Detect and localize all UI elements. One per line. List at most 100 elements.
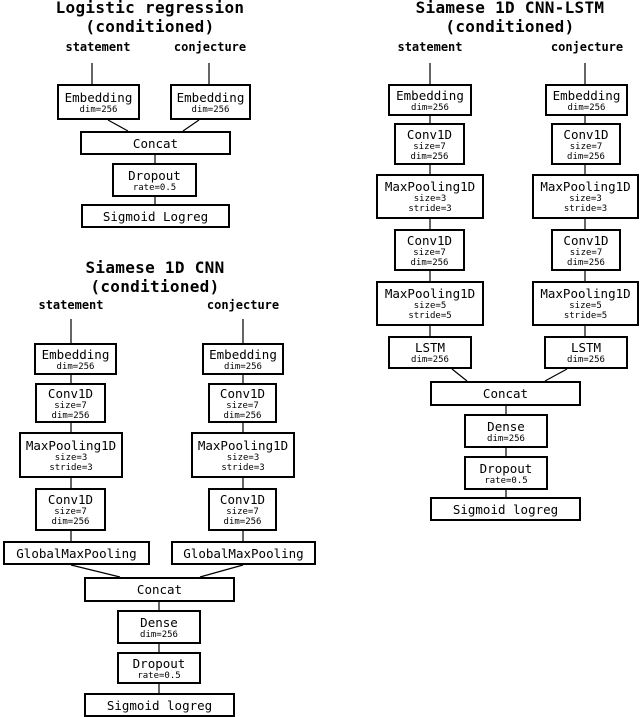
node-param: size=7 (413, 247, 446, 258)
node-param: dim=256 (223, 410, 262, 421)
node-name: MaxPooling1D (25, 437, 117, 453)
node-param: dim=256 (410, 257, 449, 268)
node-param: dim=256 (191, 104, 230, 115)
node-name: Embedding (41, 346, 110, 362)
node-name: Embedding (209, 346, 277, 362)
node-name: Embedding (64, 89, 133, 105)
node-name: Sigmoid Logreg (102, 208, 209, 224)
node-name: Dropout (479, 460, 533, 476)
node-name: MaxPooling1D (384, 179, 476, 194)
cnnlstm-input-conjecture: conjecture (550, 40, 624, 54)
node-param: stride=3 (49, 462, 93, 473)
node-name: Embedding (176, 89, 245, 105)
connector-line (199, 564, 244, 578)
logreg-title-line-1: Logistic regression (55, 0, 245, 17)
node-param: stride=3 (408, 204, 452, 214)
node-param: size=3 (54, 452, 88, 463)
node-name: Conv1D (563, 232, 609, 248)
cnnlstm-sigmoid-output: Sigmoid logreg (430, 497, 581, 521)
node-param: dim=256 (51, 410, 90, 421)
cnn-globalmaxpooling-statement: GlobalMaxPooling (3, 541, 150, 565)
node-param: stride=5 (408, 311, 452, 321)
cnn-input-statement: statement (38, 298, 104, 312)
node-name: MaxPooling1D (197, 437, 289, 453)
connector-line (451, 368, 468, 382)
logreg-input-conjecture: conjecture (173, 40, 247, 54)
node-name: Dropout (132, 655, 186, 671)
cnn-title-line-2: (conditioned) (90, 277, 220, 296)
node-param: size=7 (569, 247, 603, 258)
node-name: Conv1D (219, 492, 266, 507)
connector-line (182, 119, 200, 132)
node-param: size=7 (226, 400, 259, 411)
node-param: size=7 (569, 141, 603, 152)
node-name: Sigmoid logreg (452, 501, 559, 517)
node-param: size=7 (54, 400, 87, 411)
node-param: dim=256 (51, 517, 90, 527)
cnnlstm-title-line-1: Siamese 1D CNN-LSTM (415, 0, 605, 17)
node-param: rate=0.5 (137, 670, 181, 681)
cnnlstm-title-line-2: (conditioned) (445, 17, 575, 36)
connector-line (70, 564, 121, 578)
node-name: Conv1D (406, 232, 453, 248)
cnn-globalmaxpooling-conjecture: GlobalMaxPooling (171, 541, 316, 565)
node-param: dim=256 (411, 102, 449, 113)
node-name: Embedding (396, 87, 464, 103)
node-name: Dropout (128, 167, 181, 183)
node-name: MaxPooling1D (384, 286, 476, 301)
node-param: size=7 (226, 507, 259, 517)
cnn-input-conjecture: conjecture (206, 298, 280, 312)
cnnlstm-input-statement: statement (397, 40, 463, 54)
cnnlstm-concat: Concat (430, 381, 581, 406)
node-name: Embedding (552, 87, 621, 103)
logreg-title: Logistic regression (conditioned) (40, 0, 260, 36)
node-param: rate=0.5 (132, 182, 177, 193)
node-name: Concat (136, 582, 183, 597)
cnn-sigmoid-output: Sigmoid logreg (84, 693, 235, 717)
node-name: Conv1D (219, 385, 266, 401)
cnn-concat: Concat (84, 577, 235, 602)
logreg-input-statement: statement (65, 40, 131, 54)
node-param: stride=3 (563, 204, 608, 214)
node-param: dim=256 (223, 517, 262, 527)
node-param: dim=256 (410, 151, 449, 162)
node-name: GlobalMaxPooling (16, 545, 137, 561)
node-name: GlobalMaxPooling (183, 545, 304, 561)
node-param: size=7 (413, 141, 446, 152)
node-param: size=3 (413, 194, 447, 204)
node-name: LSTM (414, 340, 446, 355)
node-param: dim=256 (567, 355, 605, 365)
node-param: size=7 (54, 507, 87, 517)
node-name: MaxPooling1D (540, 286, 631, 301)
node-param: dim=256 (567, 257, 605, 268)
node-name: Concat (482, 386, 529, 401)
node-param: dim=256 (79, 104, 118, 115)
node-name: Conv1D (563, 126, 609, 142)
logreg-title-line-2: (conditioned) (85, 17, 215, 36)
node-param: stride=5 (563, 311, 608, 321)
node-name: Conv1D (47, 492, 94, 507)
logreg-concat: Concat (80, 131, 231, 155)
node-param: dim=256 (56, 361, 95, 372)
connector-line (544, 368, 568, 382)
node-name: Dense (140, 614, 178, 630)
